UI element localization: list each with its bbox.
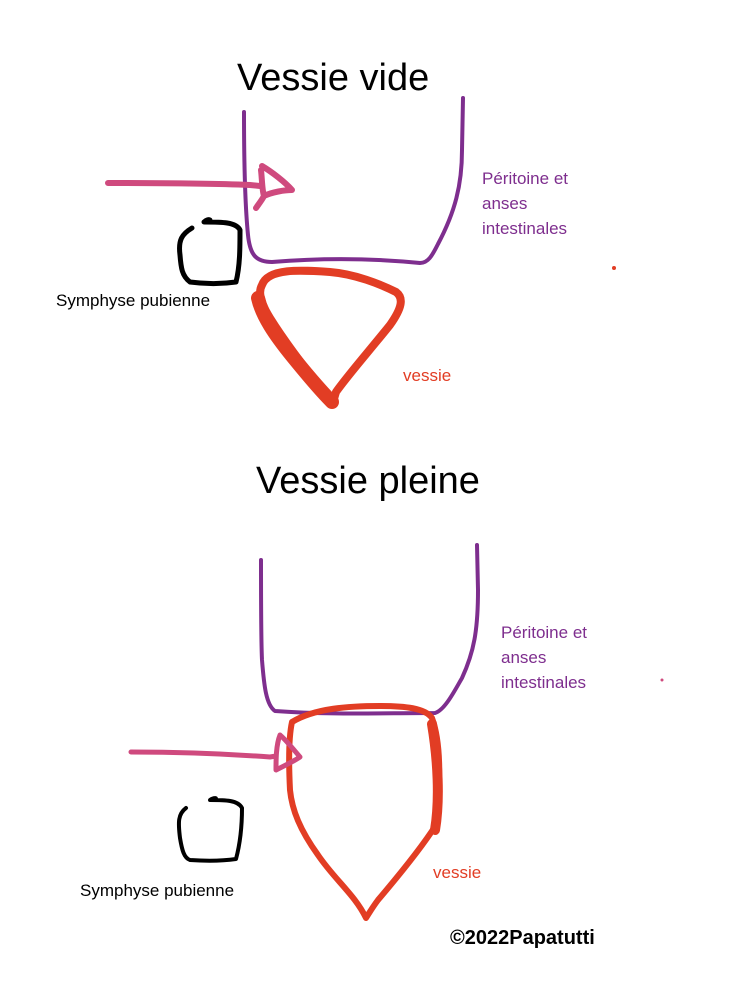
copyright: ©2022Papatutti	[450, 927, 595, 949]
peritoneum-label-line: Péritoine et	[482, 169, 568, 188]
peritoneum-outline	[242, 96, 465, 265]
peritoneum-label-line: anses	[501, 648, 547, 667]
bladder-thick-edge	[251, 291, 339, 409]
pubis-outline	[176, 796, 244, 863]
pubis-outline	[177, 217, 243, 286]
bladder-outline	[286, 703, 443, 921]
panel-title: Vessie vide	[237, 57, 430, 99]
pubis-label: Symphyse pubienne	[80, 881, 235, 900]
peritoneum-label-line: intestinales	[482, 219, 568, 238]
pubis-label: Symphyse pubienne	[56, 291, 211, 310]
peritoneum-label-line: intestinales	[501, 673, 587, 692]
peritoneum-label: Péritoine et anses intestinales	[482, 166, 568, 241]
stray-dot	[612, 266, 616, 270]
bladder-label: vessie	[433, 863, 482, 882]
panel-empty-bladder	[105, 96, 616, 409]
panel-title: Vessie pleine	[256, 460, 480, 502]
peritoneum-label-line: anses	[482, 194, 528, 213]
arrow-icon	[128, 732, 303, 773]
peritoneum-outline	[259, 543, 480, 716]
stray-dot	[660, 678, 664, 682]
panel-full-bladder	[128, 543, 664, 921]
peritoneum-label: Péritoine et anses intestinales	[501, 620, 587, 695]
peritoneum-label-line: Péritoine et	[501, 623, 587, 642]
arrow-icon	[105, 163, 295, 211]
bladder-label: vessie	[403, 366, 452, 385]
bladder-thick-edge	[427, 719, 443, 835]
